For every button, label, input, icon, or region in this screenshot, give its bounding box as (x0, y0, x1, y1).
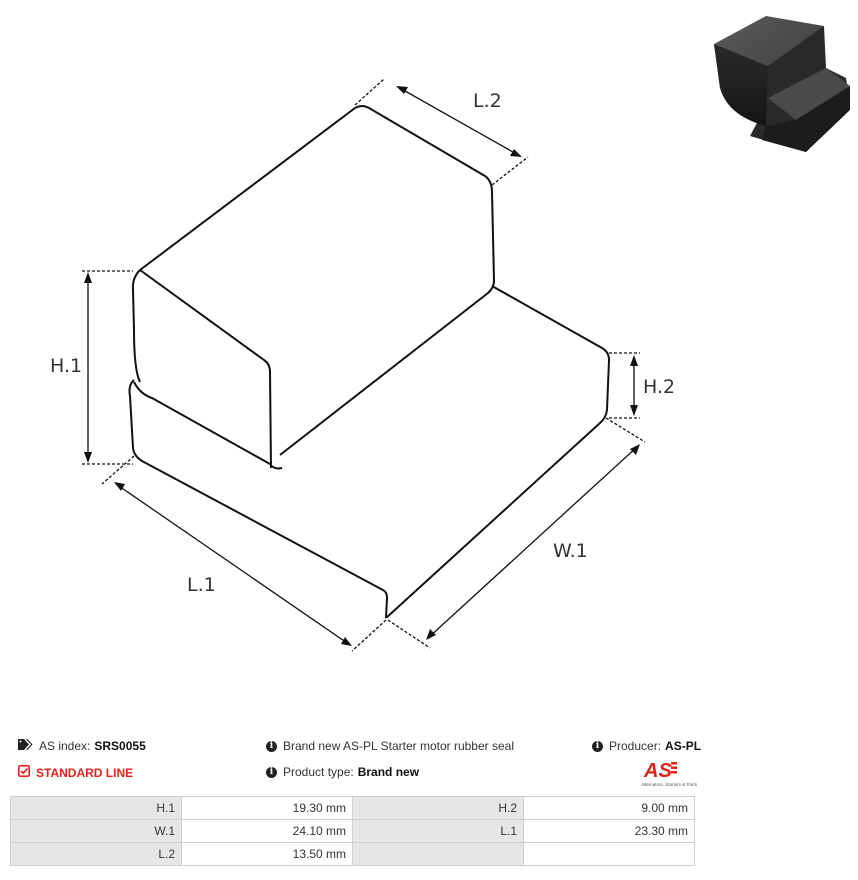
spec-key: L.2 (10, 842, 182, 866)
info-icon: i (592, 740, 603, 752)
dim-label-l1: L.1 (187, 574, 216, 596)
producer: i Producer: AS-PL (592, 739, 701, 753)
spec-key: L.1 (352, 819, 524, 843)
info-icon: i (266, 740, 277, 752)
product-type: i Product type: Brand new (266, 765, 419, 779)
producer-value: AS-PL (665, 739, 702, 753)
spec-value: 19.30 mm (181, 796, 353, 820)
description-text: Brand new AS-PL Starter motor rubber sea… (283, 739, 514, 753)
spec-key: H.1 (10, 796, 182, 820)
standard-line-label: STANDARD LINE (36, 765, 134, 780)
dim-label-h2: H.2 (643, 376, 675, 398)
specs-table: H.1 19.30 mm H.2 9.00 mm W.1 24.10 mm L.… (10, 796, 695, 866)
logo-mark: AS (643, 760, 672, 782)
part-outline (128, 105, 610, 619)
extension-lines (82, 78, 646, 652)
product-photo (714, 16, 850, 152)
spec-value: 9.00 mm (523, 796, 695, 820)
table-row: L.2 13.50 mm (10, 842, 695, 866)
table-row: H.1 19.30 mm H.2 9.00 mm (10, 796, 695, 820)
as-index-value: SRS0055 (94, 739, 146, 753)
dim-label-w1: W.1 (553, 540, 588, 562)
spec-key: W.1 (10, 819, 182, 843)
product-type-label: Product type: (283, 765, 354, 779)
dimension-arrows (84, 86, 640, 646)
as-pl-logo: AS Alternators, Starters & Parts (641, 760, 698, 787)
producer-label: Producer: (609, 739, 662, 753)
spec-value: 24.10 mm (181, 819, 353, 843)
tags-icon (18, 739, 33, 753)
spec-key (352, 842, 524, 866)
info-icon: i (266, 766, 277, 778)
spec-value (523, 842, 695, 866)
spec-value: 23.30 mm (523, 819, 695, 843)
description: i Brand new AS-PL Starter motor rubber s… (266, 739, 514, 753)
dim-label-h1: H.1 (50, 355, 82, 377)
table-row: W.1 24.10 mm L.1 23.30 mm (10, 819, 695, 843)
technical-drawing: L.2 H.1 H.2 L.1 W.1 (50, 78, 675, 652)
spec-key: H.2 (352, 796, 524, 820)
as-index: AS index: SRS0055 (18, 739, 146, 753)
standard-line-badge: STANDARD LINE (18, 765, 133, 780)
checkbox-icon (18, 765, 30, 780)
logo-tagline: Alternators, Starters & Parts (641, 782, 698, 787)
as-index-label: AS index: (39, 739, 91, 753)
spec-value: 13.50 mm (181, 842, 353, 866)
product-type-value: Brand new (357, 765, 420, 779)
dim-label-l2: L.2 (473, 90, 502, 112)
